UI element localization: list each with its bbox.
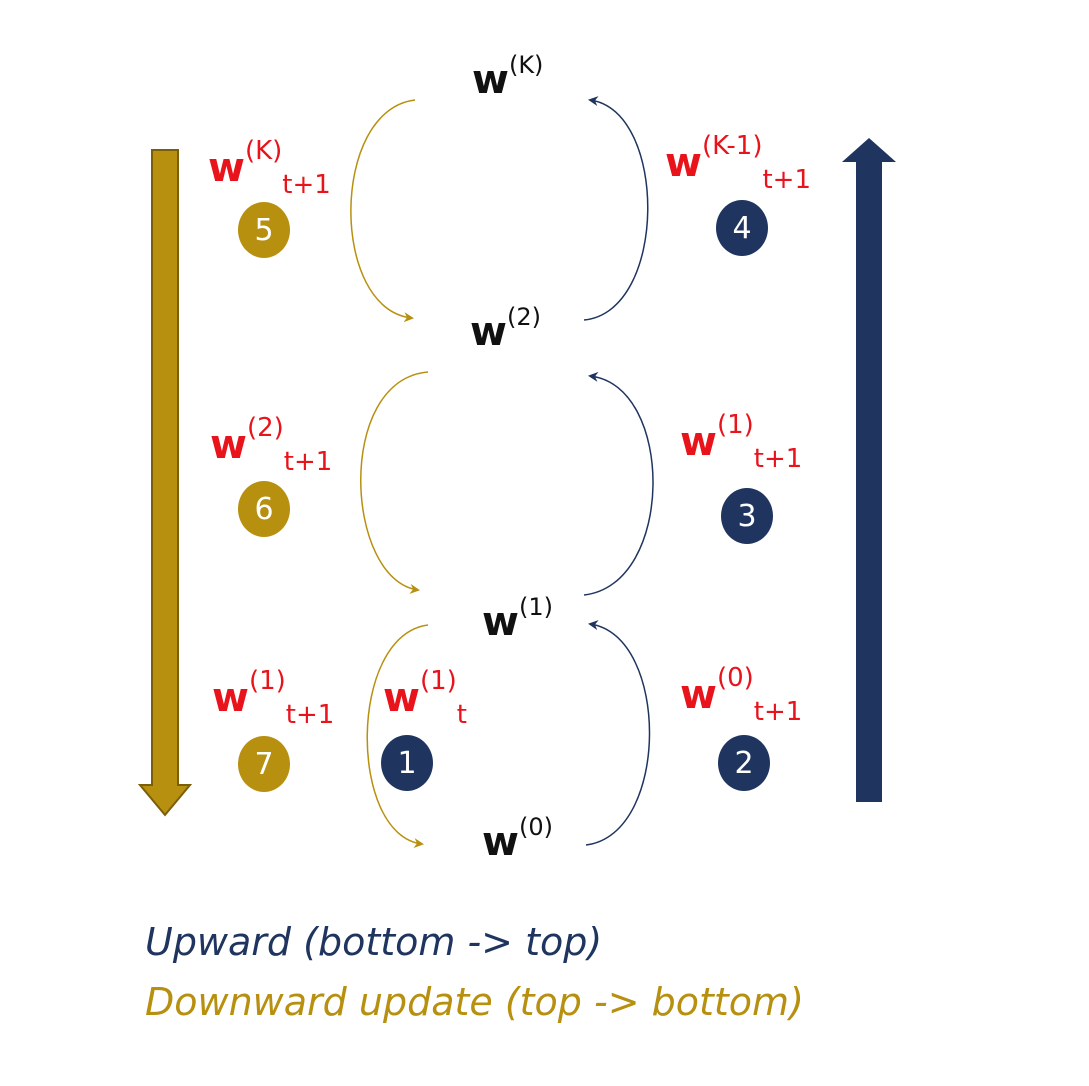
node-label-w0: w(0) xyxy=(482,813,553,865)
curve-down-w1-w0 xyxy=(366,624,429,848)
upward-big-arrow xyxy=(842,138,896,802)
update-label-wK-t1: w(K)t+1 xyxy=(208,136,331,200)
curve-down-wK-w2 xyxy=(350,99,416,323)
step-badge-1: 1 xyxy=(381,735,433,791)
update-label-w1-t1-right: w(1)t+1 xyxy=(680,410,803,474)
step-badge-3: 3 xyxy=(721,488,773,544)
curve-up-w0-w1 xyxy=(585,620,651,846)
update-label-w0-t1: w(0)t+1 xyxy=(680,663,803,727)
legend-upward: Upward (bottom -> top) xyxy=(145,920,603,964)
step-badge-6: 6 xyxy=(238,481,290,537)
step-badge-4: 4 xyxy=(716,200,768,256)
curve-down-w2-w1 xyxy=(360,371,429,594)
update-label-w1-t1-left: w(1)t+1 xyxy=(212,666,335,730)
update-label-w1-t: w(1)t xyxy=(383,666,467,730)
node-label-w2: w(2) xyxy=(470,303,541,355)
step-badge-2: 2 xyxy=(718,735,770,791)
update-label-wK1-t1: w(K-1)t+1 xyxy=(665,131,812,195)
node-label-w1: w(1) xyxy=(482,593,553,645)
update-label-w2-t1: w(2)t+1 xyxy=(210,413,333,477)
curve-up-w1-w2 xyxy=(583,371,654,596)
step-badge-7: 7 xyxy=(238,736,290,792)
step-badge-5: 5 xyxy=(238,202,290,258)
node-label-wK: w(K) xyxy=(472,51,544,103)
legend-downward: Downward update (top -> bottom) xyxy=(145,980,804,1024)
curve-up-w2-wK xyxy=(583,96,649,321)
downward-big-arrow xyxy=(137,149,193,817)
